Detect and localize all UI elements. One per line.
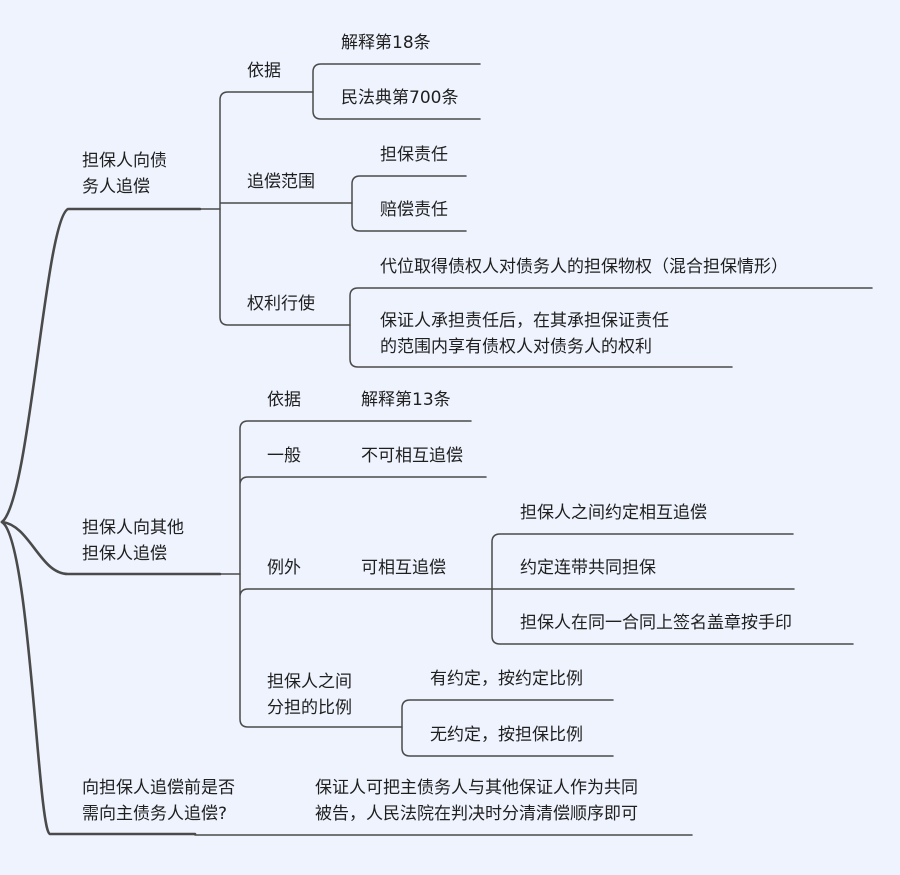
b2-node-ratio-line-2: 分担的比例: [267, 698, 352, 718]
b1-exercise-leaf-2-line-1: 保证人承担责任后，在其承担保证责任: [380, 311, 669, 331]
branch-1-label: 担保人向债 务人追偿: [82, 148, 167, 200]
b1-connector: [219, 91, 353, 326]
b1-exercise-leaf-2-line-2: 的范围内享有债权人对债务人的权利: [380, 337, 652, 357]
b2-exception-leaf-1: 担保人之间约定相互追偿: [520, 503, 707, 523]
b1-exercise-leaf-2: 保证人承担责任后，在其承担保证责任 的范围内享有债权人对债务人的权利: [380, 308, 669, 360]
b2-node-ratio-line-1: 担保人之间: [267, 672, 352, 692]
b1-exercise-leaf-1: 代位取得债权人对债务人的担保物权（混合担保情形）: [380, 257, 788, 277]
b3-leaf-line-2: 被告，人民法院在判决时分清清偿顺序即可: [315, 804, 638, 824]
branch-2-label-line-1: 担保人向其他: [82, 518, 184, 538]
b1-scope-leaf-2: 赔偿责任: [380, 200, 448, 220]
b1c2-connector: [351, 175, 467, 232]
b1c1-connector: [312, 63, 481, 120]
branch-3-label-line-2: 需向主债务人追偿?: [82, 804, 228, 824]
b2-node-general: 一般: [267, 446, 301, 466]
b2-exception-leaf-2: 约定连带共同担保: [520, 558, 656, 578]
b2-node-basis: 依据: [267, 390, 301, 410]
b2-ratio-leaf-2: 无约定，按担保比例: [430, 725, 583, 745]
branch-1-label-line-1: 担保人向债: [82, 151, 167, 171]
root-branch-1-curve: [0, 207, 202, 524]
b1-scope-leaf-1: 担保责任: [380, 145, 448, 165]
branch-3-label: 向担保人追偿前是否 需向主债务人追偿?: [82, 775, 235, 827]
b2-node-ratio: 担保人之间 分担的比例: [267, 669, 352, 721]
b3-leaf: 保证人可把主债务人与其他保证人作为共同 被告，人民法院在判决时分清清偿顺序即可: [315, 775, 638, 827]
root-branch-3-curve: [0, 520, 197, 836]
branch-2-label-line-2: 担保人追偿: [82, 544, 167, 564]
b1-basis-leaf-2: 民法典第700条: [341, 88, 459, 108]
root-branch-2-curve: [0, 520, 222, 576]
b2-connector: [239, 420, 795, 728]
b1-basis-leaf-1: 解释第18条: [341, 33, 431, 53]
branch-1-label-line-2: 务人追偿: [82, 177, 150, 197]
b2-ratio-leaf-1: 有约定，按约定比例: [430, 669, 583, 689]
branch-2-label: 担保人向其他 担保人追偿: [82, 515, 184, 567]
b2-basis-leaf: 解释第13条: [361, 390, 451, 410]
b2-exception-node: 可相互追偿: [361, 558, 446, 578]
b3-leaf-line-1: 保证人可把主债务人与其他保证人作为共同: [315, 778, 638, 798]
b2-node-exception: 例外: [267, 558, 301, 578]
b2-general-leaf: 不可相互追偿: [361, 446, 463, 466]
b2c3-connector: [491, 533, 854, 645]
b1c3-connector: [349, 287, 873, 368]
b1-node-basis: 依据: [247, 61, 281, 81]
b1-node-exercise: 权利行使: [247, 294, 315, 314]
b1-node-scope: 追偿范围: [247, 172, 315, 192]
b2-exception-leaf-3: 担保人在同一合同上签名盖章按手印: [520, 613, 792, 633]
branch-3-label-line-1: 向担保人追偿前是否: [82, 778, 235, 798]
b2c4-connector: [401, 699, 614, 757]
